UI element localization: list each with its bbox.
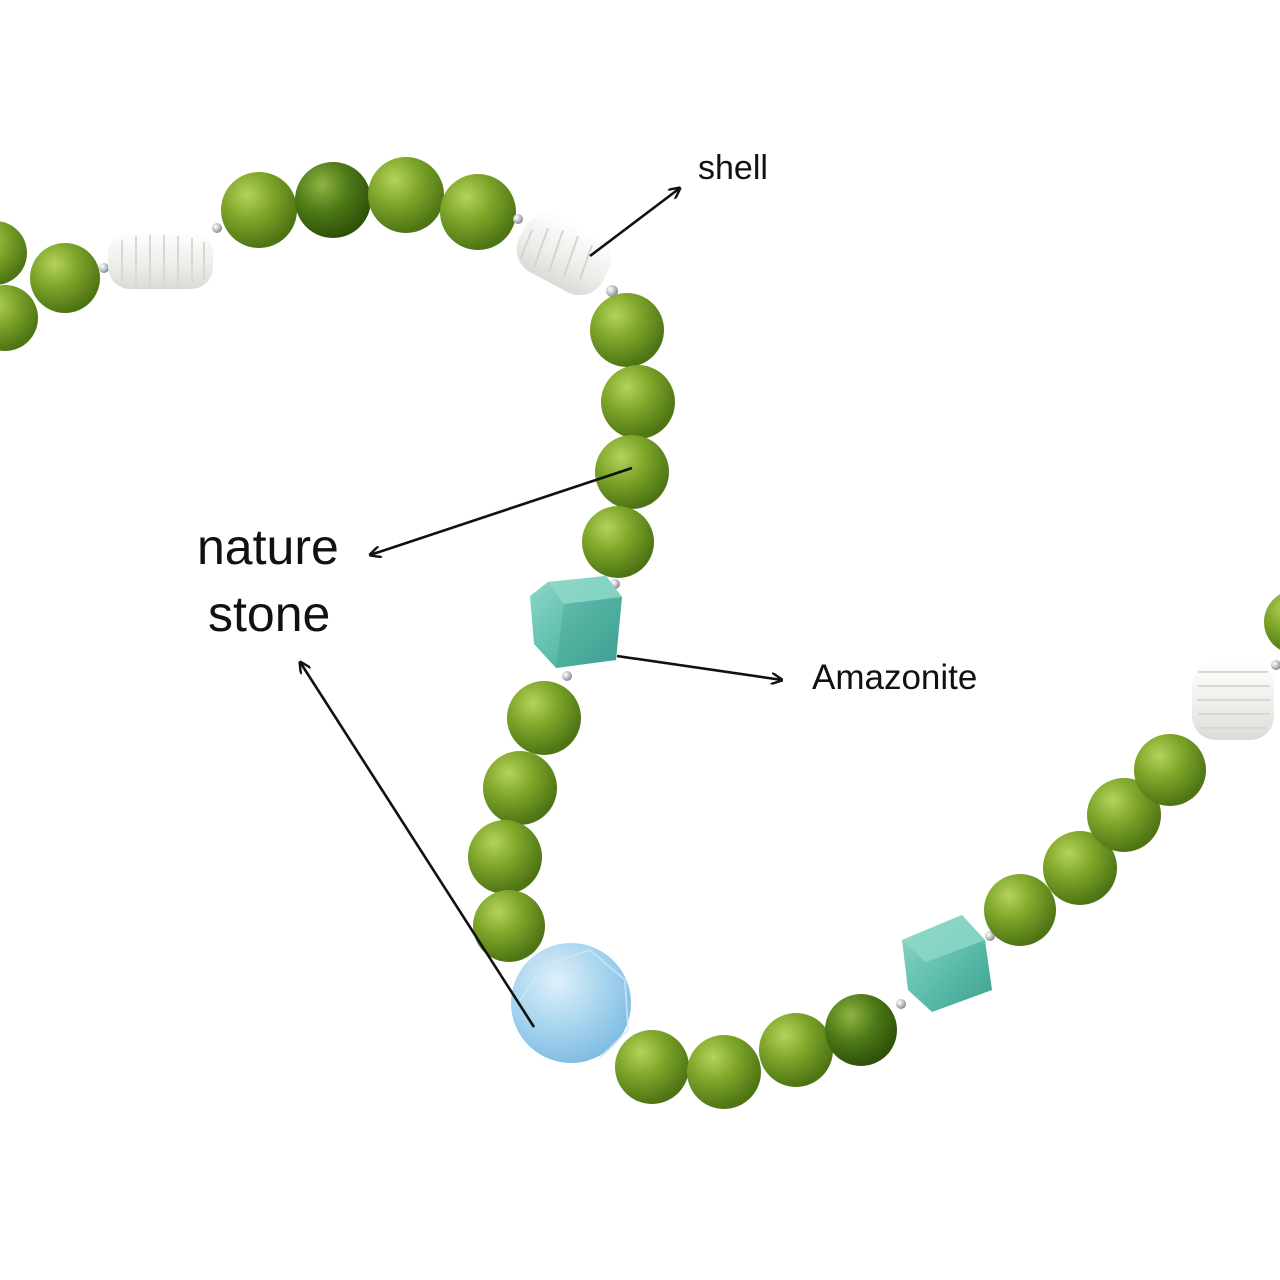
amazonite-arrow	[616, 654, 782, 680]
shell-bead-right	[1192, 660, 1274, 740]
shell-bead-left	[108, 231, 213, 289]
amazonite-cube-lower	[902, 915, 992, 1012]
left-strand	[0, 157, 523, 351]
aquamarine-bead	[511, 943, 631, 1063]
amazonite-cube-upper	[530, 576, 622, 668]
bottom-strand	[615, 594, 1280, 1109]
nature-stone-arrow-upper	[370, 466, 633, 555]
stone-label: stone	[208, 586, 331, 642]
shell-bead-upper	[516, 212, 612, 296]
amazonite-label: Amazonite	[812, 658, 978, 697]
shell-arrow	[589, 188, 680, 258]
middle-strand	[468, 293, 675, 1063]
shell-label: shell	[698, 149, 768, 187]
nature-stone-arrow-lower	[300, 662, 536, 1028]
nature-label: nature	[197, 519, 339, 575]
